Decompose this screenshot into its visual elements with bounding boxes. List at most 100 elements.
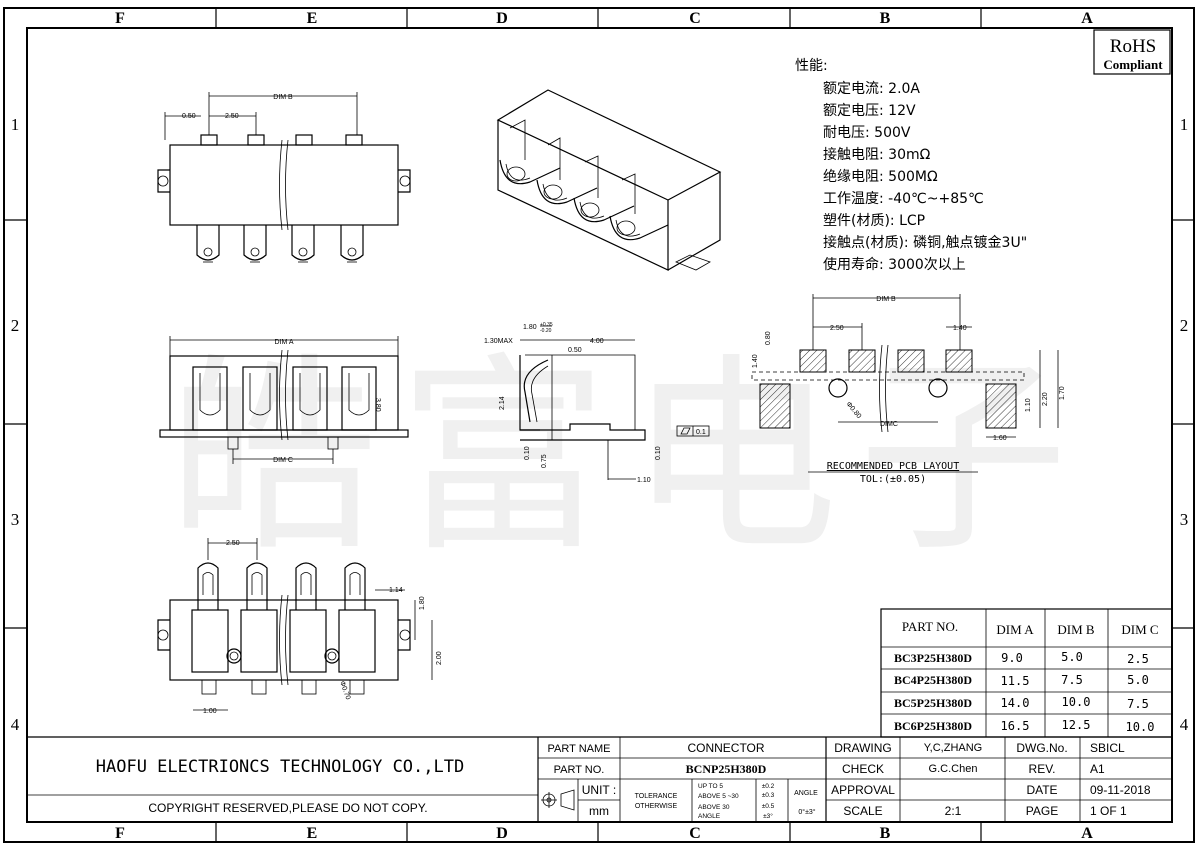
scale-value: 2:1 xyxy=(945,804,962,818)
table-header-part-no: PART NO. xyxy=(902,619,958,634)
angle-value: 0°±3° xyxy=(798,808,815,816)
top-dim-050: 0.50 xyxy=(182,113,196,120)
scale-label: SCALE xyxy=(843,804,882,818)
rohs-stamp: RoHS Compliant xyxy=(1093,29,1171,75)
unit-value: mm xyxy=(589,804,609,818)
check-value: G.C.Chen xyxy=(929,763,978,775)
page-label: PAGE xyxy=(1026,804,1058,818)
top-dim-b: DIM B xyxy=(273,94,293,101)
projection-symbol xyxy=(541,789,575,811)
spec-line: 接触点(材质): 磷铜,触点镀金3U" xyxy=(823,234,1027,251)
spec-line: 绝缘电阻: 500MΩ xyxy=(823,169,938,185)
zone-col-c-top: C xyxy=(689,10,701,27)
drawing-value: Y,C,ZHANG xyxy=(924,742,982,754)
pcb-dim-170: 1.70 xyxy=(1059,386,1066,400)
bottom-dim-phi: Φ0.70 xyxy=(338,680,351,701)
zone-col-d-bottom: D xyxy=(496,825,508,842)
zone-col-c-bottom: C xyxy=(689,825,701,842)
tol-row-value: ±0.2 xyxy=(762,783,775,790)
table-cell: 10.0 xyxy=(1126,720,1155,734)
zone-row-3-left: 3 xyxy=(11,510,20,529)
spec-line: 额定电压: 12V xyxy=(823,103,916,119)
copyright-notice: COPYRIGHT RESERVED,PLEASE DO NOT COPY. xyxy=(148,801,427,815)
front-dim-380: 3.80 xyxy=(374,398,381,412)
pcb-dim-b: DIM B xyxy=(876,296,896,303)
zone-col-e-top: E xyxy=(307,10,318,27)
zone-col-b-bottom: B xyxy=(880,825,891,842)
page-value: 1 OF 1 xyxy=(1090,804,1127,818)
bottom-dim-180: 1.80 xyxy=(419,596,426,610)
spec-line: 额定电流: 2.0A xyxy=(823,81,920,97)
otherwise-label: OTHERWISE xyxy=(635,803,678,810)
bottom-dim-100: 1.00 xyxy=(203,708,217,715)
table-cell: 12.5 xyxy=(1062,718,1091,732)
zone-col-a-bottom: A xyxy=(1081,825,1093,842)
zone-row-4-right: 4 xyxy=(1180,715,1189,734)
spec-line: 接触电阻: 30mΩ xyxy=(823,146,931,163)
zone-col-f-top: F xyxy=(115,10,125,27)
title-block: HAOFU ELECTRIONCS TECHNOLOGY CO.,LTD COP… xyxy=(27,736,1172,822)
spec-line: 使用寿命: 3000次以上 xyxy=(823,256,966,273)
tol-row-label: ABOVE 5 ~30 xyxy=(698,793,739,800)
rohs-compliant-text: Compliant xyxy=(1103,57,1163,72)
table-cell: 10.0 xyxy=(1062,695,1091,709)
isometric-view xyxy=(496,89,722,271)
part-number-table: PART NO. DIM A DIM B DIM C BC3P25H380D 9… xyxy=(880,608,1173,738)
bottom-dim-250: 2.50 xyxy=(226,540,240,547)
part-no-label: PART NO. xyxy=(554,764,605,776)
dwg-no-value: SBICL xyxy=(1090,741,1125,755)
side-flatness: 0.1 xyxy=(696,429,706,436)
side-dim-130max: 1.30MAX xyxy=(484,338,513,345)
table-header-dim-b: DIM B xyxy=(1057,622,1095,637)
pcb-dim-c: DIMC xyxy=(880,421,898,428)
zone-row-3-right: 3 xyxy=(1180,510,1189,529)
spec-line: 工作温度: -40℃~+85℃ xyxy=(823,191,984,207)
zone-row-4-left: 4 xyxy=(11,715,20,734)
drawing-frame xyxy=(3,7,1195,843)
tol-row-label: UP TO 5 xyxy=(698,783,723,790)
table-cell: 7.5 xyxy=(1127,697,1149,711)
zone-row-2-left: 2 xyxy=(11,316,20,335)
zone-row-1-left: 1 xyxy=(11,115,20,134)
front-dim-c: DIM C xyxy=(273,457,293,464)
tol-row-value: ±3° xyxy=(763,812,773,820)
table-cell: BC4P25H380D xyxy=(894,673,972,687)
side-dim-tol-minus: -0.20 xyxy=(540,328,552,334)
pcb-dim-140a: 1.40 xyxy=(953,325,967,332)
pcb-dim-220: 2.20 xyxy=(1042,392,1049,406)
table-cell: BC5P25H380D xyxy=(894,696,972,710)
date-value: 09-11-2018 xyxy=(1090,783,1151,797)
bottom-dim-200: 2.00 xyxy=(436,651,443,665)
side-dim-214: 2.14 xyxy=(499,396,506,410)
tol-row-value: ±0.3 xyxy=(762,792,775,799)
pcb-dim-080: 0.80 xyxy=(765,331,772,345)
approval-label: APPROVAL xyxy=(831,783,895,797)
top-view: DIM B 0.50 2.50 xyxy=(157,92,411,263)
pcb-tolerance: TOL:(±0.05) xyxy=(860,474,926,485)
table-cell: BC6P25H380D xyxy=(894,719,972,733)
rohs-text: RoHS xyxy=(1110,36,1156,57)
table-cell: 14.0 xyxy=(1001,696,1030,710)
specifications: 性能: 额定电流: 2.0A 额定电压: 12V 耐电压: 500V 接触电阻:… xyxy=(795,58,1027,273)
table-cell: BC3P25H380D xyxy=(894,651,972,665)
table-cell: 2.5 xyxy=(1127,652,1149,666)
side-view: 1.30MAX 1.80 +0.35 -0.20 4.00 0.50 2.14 … xyxy=(484,322,710,484)
table-cell: 16.5 xyxy=(1001,719,1030,733)
pcb-dim-250: 2.50 xyxy=(830,325,844,332)
pcb-title: RECOMMENDED PCB LAYOUT xyxy=(827,461,959,472)
company-name: HAOFU ELECTRIONCS TECHNOLOGY CO.,LTD xyxy=(96,757,464,777)
rev-label: REV. xyxy=(1029,762,1056,776)
side-dim-180: 1.80 xyxy=(523,324,537,331)
tol-row-label: ABOVE 30 xyxy=(698,804,730,811)
zone-col-e-bottom: E xyxy=(307,825,318,842)
side-dim-tol-plus: +0.35 xyxy=(540,322,553,328)
rev-value: A1 xyxy=(1090,762,1105,776)
top-dim-250: 2.50 xyxy=(225,113,239,120)
table-cell: 5.0 xyxy=(1127,673,1149,687)
table-header-dim-c: DIM C xyxy=(1121,622,1158,637)
side-dim-050: 0.50 xyxy=(568,347,582,354)
side-dim-400: 4.00 xyxy=(590,338,604,345)
angle-label: ANGLE xyxy=(794,790,818,797)
side-dim-010a: 0.10 xyxy=(524,446,531,460)
